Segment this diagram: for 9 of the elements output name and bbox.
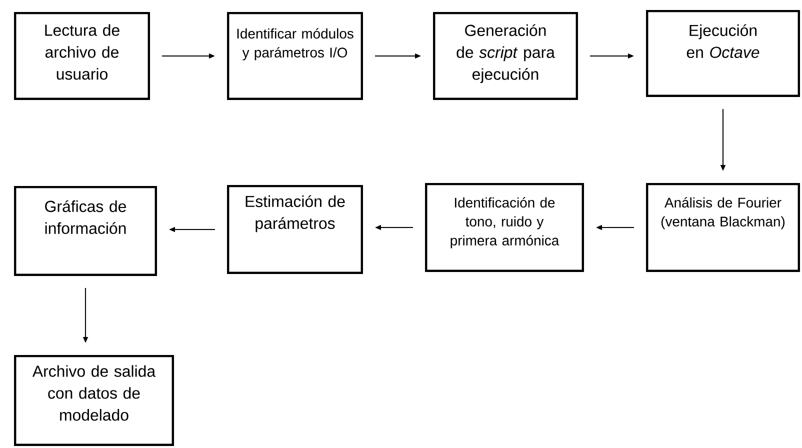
- process-box: Identificación de tono, ruido y primera armónica: [425, 183, 584, 272]
- process-box: Análisis de Fourier (ventana Blackman): [646, 183, 800, 272]
- process-box: Estimación de parámetros: [227, 185, 363, 274]
- process-box: Archivo de salida con datos de modelado: [14, 354, 174, 446]
- process-box: Gráficas de información: [14, 186, 157, 276]
- process-box: Lectura de archivo de usuario: [14, 12, 150, 100]
- process-box: Identificar módulos y parámetros I/O: [227, 12, 363, 100]
- process-box: Generación de script para ejecución: [433, 12, 578, 100]
- process-box: Ejecución en Octave: [646, 10, 800, 97]
